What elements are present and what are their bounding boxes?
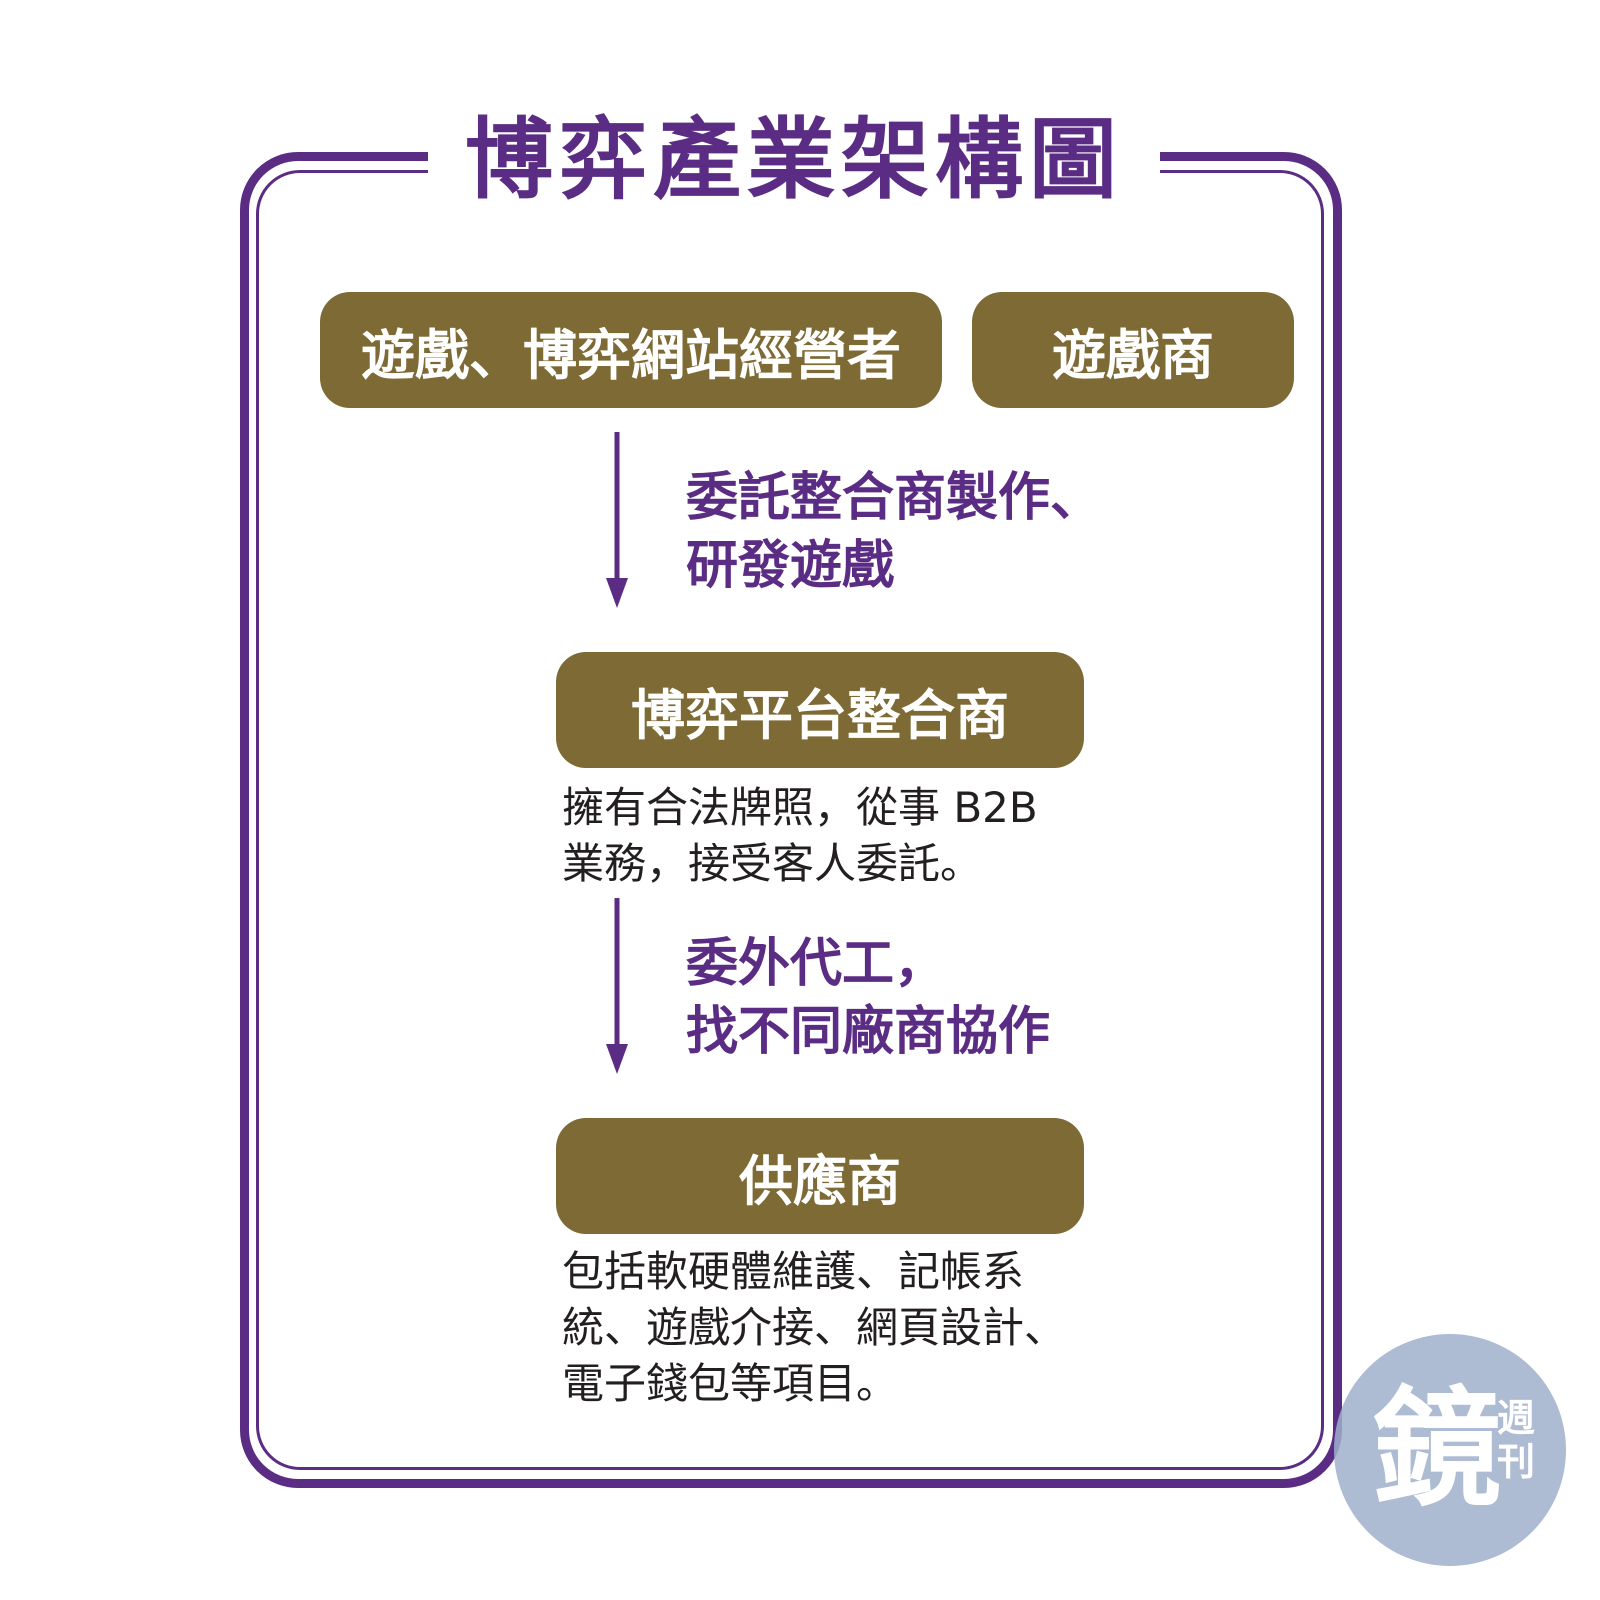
note-step2: 委外代工， 找不同廠商協作	[686, 930, 1106, 1066]
note-step2-line2: 找不同廠商協作	[686, 1002, 1051, 1062]
mirror-weekly-logo: 鏡 週 刊	[1334, 1334, 1566, 1566]
diagram-title: 博弈產業架構圖	[428, 100, 1160, 220]
supplier-desc-line1: 包括軟硬體維護、記帳系	[562, 1247, 1025, 1296]
box-supplier: 供應商	[556, 1118, 1084, 1234]
supplier-desc-line3: 電子錢包等項目。	[562, 1359, 899, 1408]
box-game-vendor: 遊戲商	[972, 292, 1294, 408]
box-operators: 遊戲、博弈網站經營者	[320, 292, 942, 408]
integrator-desc-line2: 業務，接受客人委託。	[562, 839, 983, 888]
logo-sub-line2: 刊	[1496, 1440, 1535, 1484]
supplier-description: 包括軟硬體維護、記帳系 統、遊戲介接、網頁設計、 電子錢包等項目。	[562, 1244, 1102, 1412]
integrator-desc-line1: 擁有合法牌照，從事 B2B	[562, 783, 1038, 832]
arrow-down-2	[606, 898, 628, 1074]
note-step1-line1: 委託整合商製作、	[686, 468, 1103, 528]
logo-sub-text: 週 刊	[1496, 1396, 1536, 1484]
arrow-down-1	[606, 432, 628, 608]
box-integrator: 博弈平台整合商	[556, 652, 1084, 768]
logo-sub-line1: 週	[1496, 1396, 1535, 1440]
integrator-description: 擁有合法牌照，從事 B2B 業務，接受客人委託。	[562, 780, 1082, 892]
note-step1-line2: 研發遊戲	[686, 536, 895, 596]
note-step1: 委託整合商製作、 研發遊戲	[686, 464, 1156, 600]
logo-main-char: 鏡	[1372, 1375, 1501, 1524]
supplier-desc-line2: 統、遊戲介接、網頁設計、	[562, 1303, 1067, 1352]
note-step2-line1: 委外代工，	[686, 934, 947, 994]
